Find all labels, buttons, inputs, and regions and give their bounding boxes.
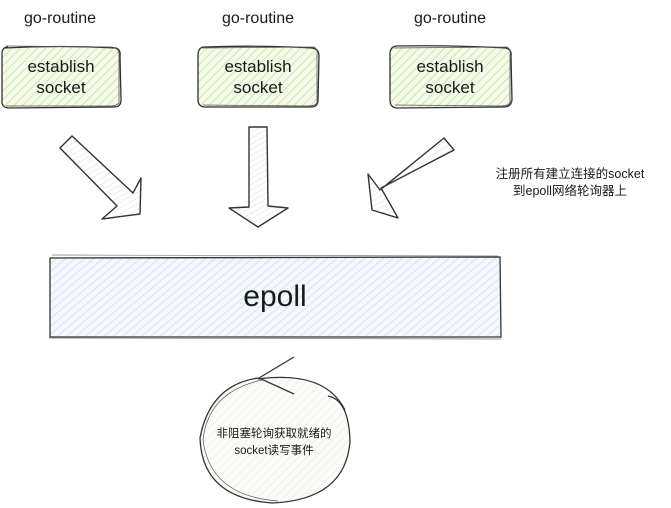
goroutine-title-1: go-routine [23,10,97,27]
socket-box-1-line2: socket [36,78,86,97]
socket-box-2-line2: socket [233,78,283,97]
arrow-down-left [367,137,455,219]
socket-box-2-label: establish socket [198,56,318,98]
loop-label-line1: 非阻塞轮询获取就绪的 [216,428,332,440]
loop-circle [199,356,351,504]
socket-box-3-line2: socket [425,78,475,97]
loop-label: 非阻塞轮询获取就绪的 socket读写事件 [194,426,354,460]
register-note: 注册所有建立连接的socket 到epoll网络轮询器上 [470,166,670,200]
socket-box-1-line1: establish [27,57,95,76]
socket-box-3-line1: establish [416,57,484,76]
socket-box-1-label: establish socket [1,56,121,98]
socket-box-2-line1: establish [224,57,292,76]
socket-box-2 [197,45,320,108]
goroutine-title-3: go-routine [413,10,487,27]
epoll-box [48,254,502,340]
arrow-down-right [59,135,142,220]
arrow-down [228,126,289,228]
loop-arrowhead [257,356,295,395]
loop-label-line2: socket读写事件 [234,445,314,457]
socket-box-1 [1,45,122,109]
socket-box-3-label: establish socket [390,56,510,98]
register-note-line2: 到epoll网络轮询器上 [513,184,627,198]
register-note-line1: 注册所有建立连接的socket [495,167,645,181]
epoll-label: epoll [243,280,307,313]
goroutine-title-2: go-routine [221,10,295,27]
socket-box-3 [389,45,513,109]
